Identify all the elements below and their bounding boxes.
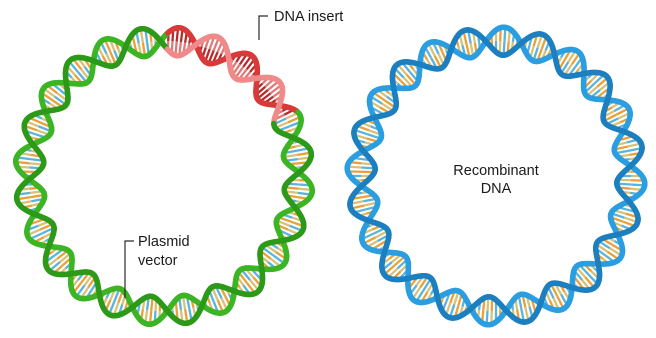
backbone-strand [302,175,303,176]
backbone-strand [620,175,621,176]
recombinant-dna-label-line2: DNA [481,181,512,197]
plasmid-vector-leader [125,241,134,298]
backbone-strand [641,175,642,176]
plasmid-vector-label-line1: Plasmid [138,234,190,250]
backbone-strand [295,175,296,176]
plasmid-vector-diagram [16,28,312,324]
recombinant-dna-label-line1: Recombinant [453,163,538,179]
dna-insert-label: DNA insert [274,9,343,25]
dna-insert-leader [259,16,268,40]
plasmid-vector-label-line2: vector [138,253,178,269]
